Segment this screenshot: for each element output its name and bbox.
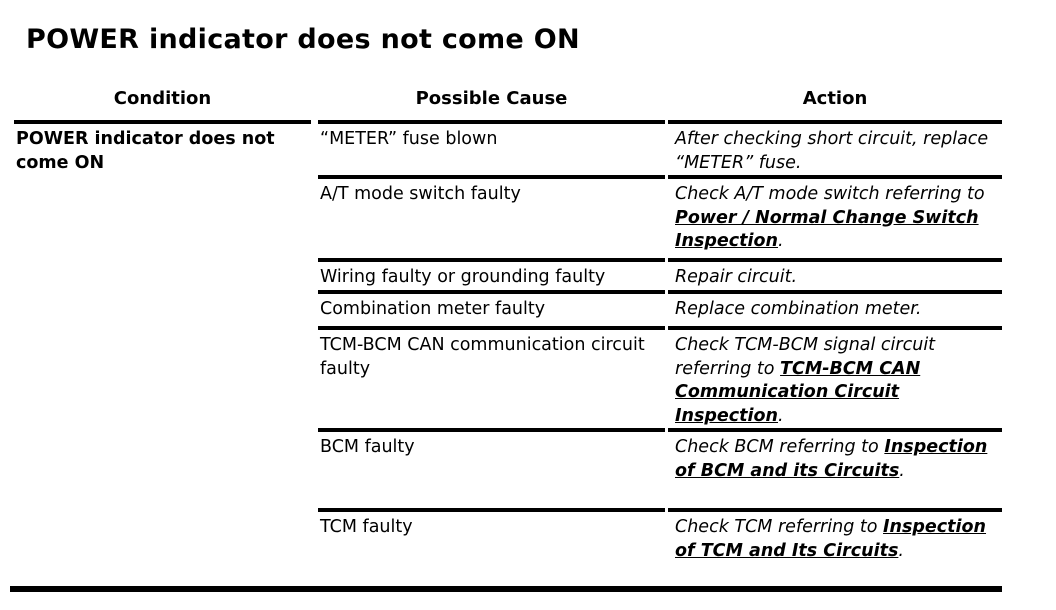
action-text: After checking short circuit, replace “M… [675,129,989,173]
possible-cause-cell: TCM-BCM CAN communication circuit faulty [318,330,665,432]
condition-cell: POWER indicator does not come ON [16,129,275,173]
action-cell: After checking short circuit, replace “M… [668,124,1002,179]
column-header-condition: Condition [14,56,311,124]
action-text: Check BCM referring to [675,437,885,457]
reference-link[interactable]: Inspection of BCM and its Circuits [675,437,988,481]
table-header-row: Condition Possible Cause Action [14,56,1002,124]
action-text: . [778,405,784,426]
action-text: Check A/T mode switch referring to [675,184,985,204]
column-header-possible-cause: Possible Cause [318,56,665,124]
action-cell: Repair circuit. [668,262,1002,294]
action-text: Repair circuit. [675,267,798,287]
action-text: Replace combination meter. [675,299,922,319]
action-cell: Check A/T mode switch referring to Power… [668,179,1002,262]
column-header-action: Action [668,56,1002,124]
possible-cause-cell: A/T mode switch faulty [318,179,665,262]
reference-link[interactable]: Power / Normal Change Switch Inspection [675,207,979,252]
column-gap [311,56,318,124]
action-cell: Replace combination meter. [668,294,1002,330]
page-title: POWER indicator does not come ON [26,24,580,55]
action-text: . [778,231,784,251]
possible-cause-cell: TCM faulty [320,517,413,537]
action-cell: Check TCM-BCM signal circuit referring t… [668,330,1002,432]
possible-cause-cell: “METER” fuse blown [318,124,665,179]
action-text: . [898,540,904,561]
action-cell: Check TCM referring to Inspection of TCM… [668,512,1002,586]
action-text: Check TCM referring to [675,517,884,537]
possible-cause-cell: Wiring faulty or grounding faulty [318,262,665,294]
reference-link[interactable]: Inspection of TCM and Its Circuits [675,517,987,561]
action-cell: Check BCM referring to Inspection of BCM… [668,432,1002,512]
action-text: . [899,460,905,481]
possible-cause-cell: BCM faulty [318,432,665,512]
possible-cause-cell: Combination meter faulty [318,294,665,330]
reference-link[interactable]: TCM-BCM CAN Communication Circuit Inspec… [675,358,921,426]
table-body: POWER indicator does not come ON “METER”… [14,124,1002,586]
action-text: Check TCM-BCM signal circuit referring t… [675,335,936,379]
troubleshooting-table: Condition Possible Cause Action POWER in… [10,56,1002,592]
table-bottom-rule [10,586,1002,592]
